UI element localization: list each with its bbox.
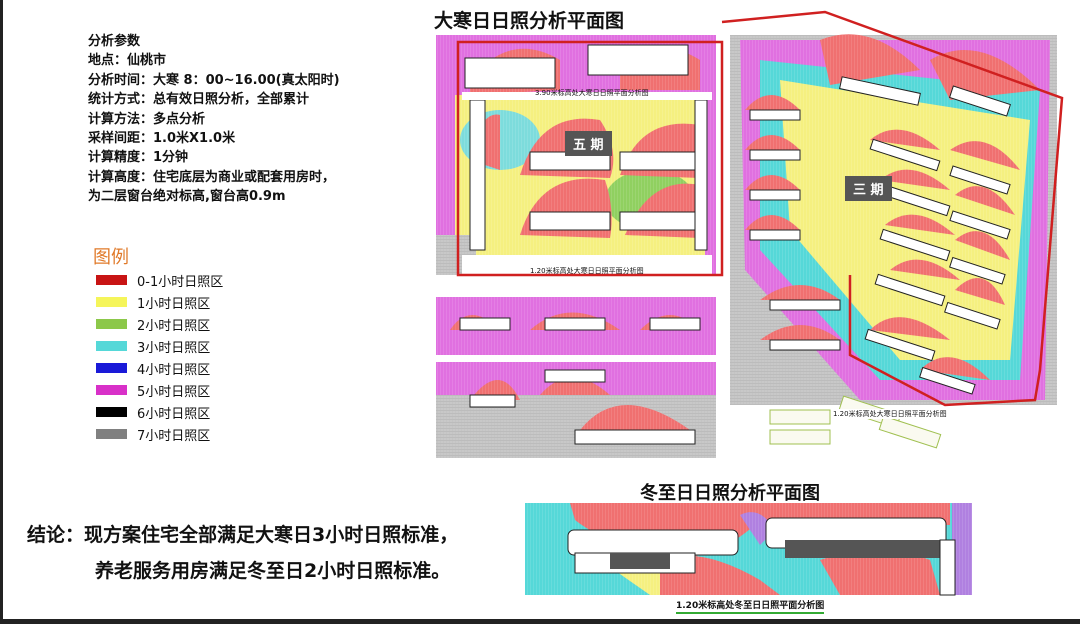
- legend: 0-1小时日照区 1小时日照区 2小时日照区 3小时日照区 4小时日照区 5小时日照区 6小…: [96, 269, 223, 445]
- legend-item: 3小时日照区: [96, 335, 223, 357]
- legend-item: 5小时日照区: [96, 379, 223, 401]
- legend-item: 1小时日照区: [96, 291, 223, 313]
- phase5-label: 五 期: [565, 131, 612, 156]
- legend-label: 2小时日照区: [137, 318, 211, 334]
- legend-label: 1小时日照区: [137, 296, 211, 312]
- legend-label: 3小时日照区: [137, 340, 211, 356]
- legend-swatch: [96, 319, 127, 329]
- legend-swatch: [96, 297, 127, 307]
- param-line: 计算精度：1分钟: [88, 150, 189, 166]
- caption-right: 1.20米标高处大寒日日照平面分析图: [833, 409, 947, 419]
- legend-label: 5小时日照区: [137, 384, 211, 400]
- legend-item: 7小时日照区: [96, 423, 223, 445]
- caption-top: 3.90米标高处大寒日日照平面分析图: [535, 89, 649, 97]
- legend-label: 4小时日照区: [137, 362, 211, 378]
- dahan-title: 大寒日日照分析平面图: [434, 10, 625, 32]
- map-phase3: [730, 34, 1057, 449]
- legend-swatch: [96, 385, 127, 395]
- caption-dongzhi: 1.20米标高处冬至日日照平面分析图: [676, 598, 825, 614]
- param-line: 分析时间：大寒 8：00~16.00(真太阳时): [88, 72, 340, 88]
- map-phase5: [436, 35, 716, 275]
- conclusion-line-2: 养老服务用房满足冬至日2小时日照标准。: [95, 560, 451, 582]
- dongzhi-title: 冬至日日照分析平面图: [640, 483, 820, 504]
- slide-border-bottom: [0, 619, 1080, 624]
- legend-label: 7小时日照区: [137, 428, 211, 444]
- param-line: 计算高度：住宅底层为商业或配套用房时，: [88, 169, 336, 185]
- legend-label: 0-1小时日照区: [137, 274, 224, 290]
- param-line: 地点：仙桃市: [88, 53, 167, 69]
- params-title: 分析参数: [88, 34, 141, 49]
- legend-swatch: [96, 341, 127, 351]
- conclusion: 结论：现方案住宅全部满足大寒日3小时日照标准， 养老服务用房满足冬至日2小时日照…: [27, 517, 458, 589]
- param-line: 统计方式：总有效日照分析，全部累计: [88, 92, 310, 108]
- legend-title: 图例: [93, 247, 129, 268]
- legend-swatch: [96, 407, 127, 417]
- analysis-parameters: 分析参数 地点：仙桃市 分析时间：大寒 8：00~16.00(真太阳时) 统计方…: [88, 32, 340, 207]
- map-strip-2: [436, 362, 716, 458]
- phase3-label: 三 期: [845, 176, 892, 201]
- legend-item: 0-1小时日照区: [96, 269, 223, 291]
- map-dongzhi: [525, 503, 972, 596]
- slide-border-left: [0, 0, 3, 624]
- param-line: 采样间距：1.0米X1.0米: [88, 131, 236, 147]
- caption-left: 1.20米标高处大寒日日照平面分析图: [530, 267, 644, 275]
- phase-outline: [456, 10, 1064, 407]
- param-line: 计算方法：多点分析: [88, 111, 206, 127]
- legend-item: 6小时日照区: [96, 401, 223, 423]
- legend-item: 2小时日照区: [96, 313, 223, 335]
- conclusion-line-1: 结论：现方案住宅全部满足大寒日3小时日照标准，: [27, 524, 459, 546]
- legend-label: 6小时日照区: [137, 406, 211, 422]
- legend-swatch: [96, 363, 127, 373]
- legend-item: 4小时日照区: [96, 357, 223, 379]
- map-strip-1: [436, 297, 716, 355]
- legend-swatch: [96, 275, 127, 285]
- legend-swatch: [96, 429, 127, 439]
- param-line: 为二层窗台绝对标高,窗台高0.9m: [88, 189, 286, 205]
